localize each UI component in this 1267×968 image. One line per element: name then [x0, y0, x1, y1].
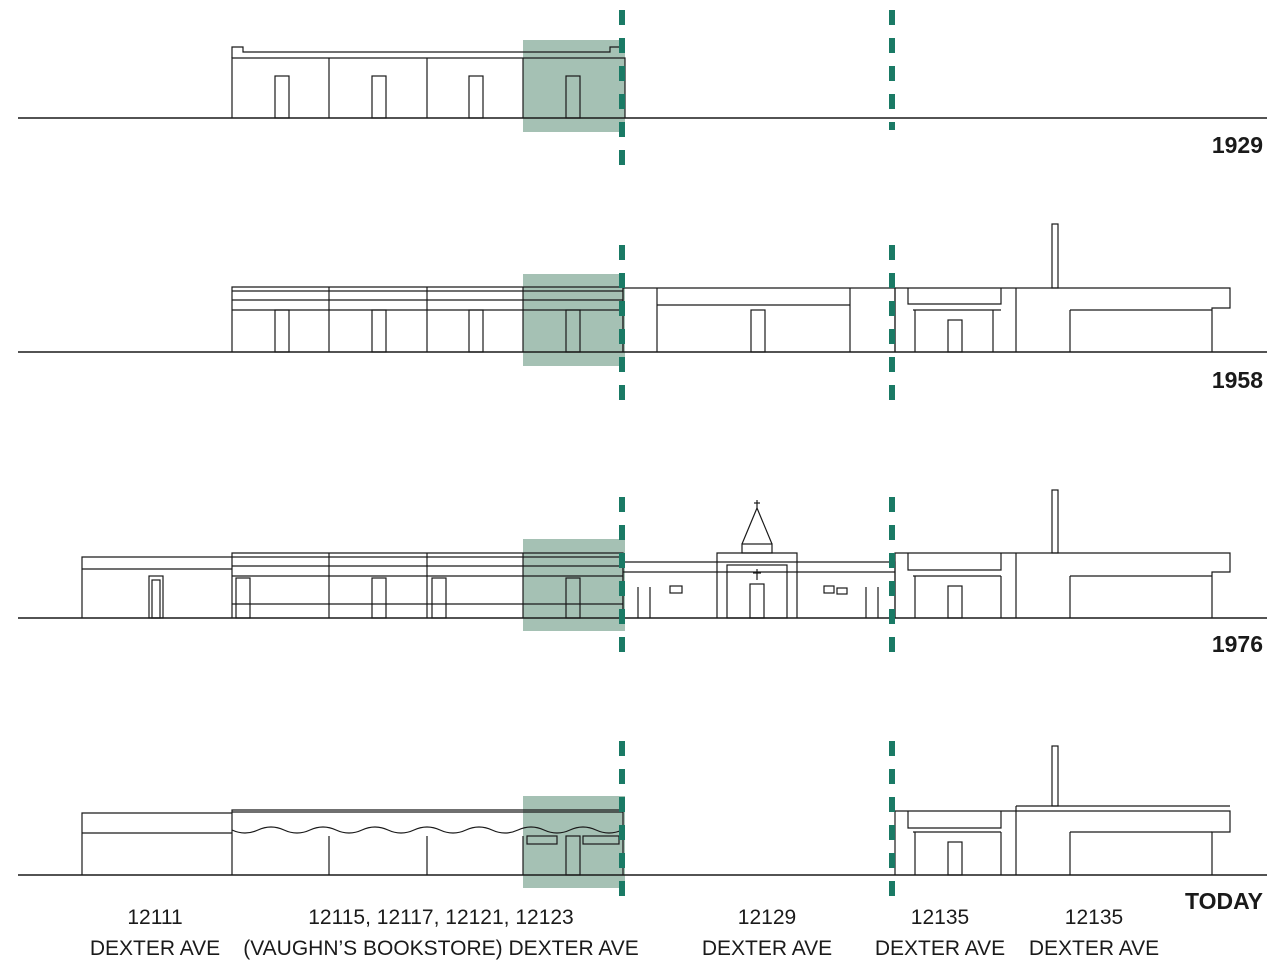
address-number: 12135 — [910, 906, 970, 929]
row-1958-buildings — [231, 223, 1231, 353]
row-today-buildings — [81, 745, 1231, 876]
address-street: DEXTER AVE — [1028, 937, 1160, 960]
highlight-1958 — [523, 274, 625, 366]
row-1929-buildings — [231, 46, 626, 119]
highlight-1929 — [523, 40, 625, 132]
boundary-markers — [619, 10, 895, 900]
highlight-blocks — [523, 40, 625, 888]
address-street: DEXTER AVE — [701, 937, 833, 960]
year-label-today: TODAY — [1185, 888, 1263, 914]
address-12135-b: 12135 DEXTER AVE — [1029, 902, 1159, 964]
address-12129: 12129 DEXTER AVE — [702, 902, 832, 964]
row-1976-buildings — [81, 489, 1231, 619]
address-number: 12129 — [737, 906, 797, 929]
highlight-today — [523, 796, 625, 888]
address-street: DEXTER AVE — [89, 937, 221, 960]
address-street: (VAUGHN’S BOOKSTORE) DEXTER AVE — [243, 937, 639, 960]
address-number: 12111 — [127, 906, 183, 929]
highlight-1976 — [523, 539, 625, 631]
address-number: 12115, 12117, 12121, 12123 — [308, 906, 574, 929]
year-label-1976: 1976 — [1211, 631, 1263, 657]
address-12115-12123: 12115, 12117, 12121, 12123 (VAUGHN’S BOO… — [243, 902, 639, 964]
address-12135-a: 12135 DEXTER AVE — [875, 902, 1005, 964]
address-number: 12135 — [1064, 906, 1124, 929]
year-label-1958: 1958 — [1211, 367, 1263, 393]
year-label-1929: 1929 — [1211, 132, 1263, 158]
address-street: DEXTER AVE — [874, 937, 1006, 960]
address-12111: 12111 DEXTER AVE — [90, 902, 220, 964]
